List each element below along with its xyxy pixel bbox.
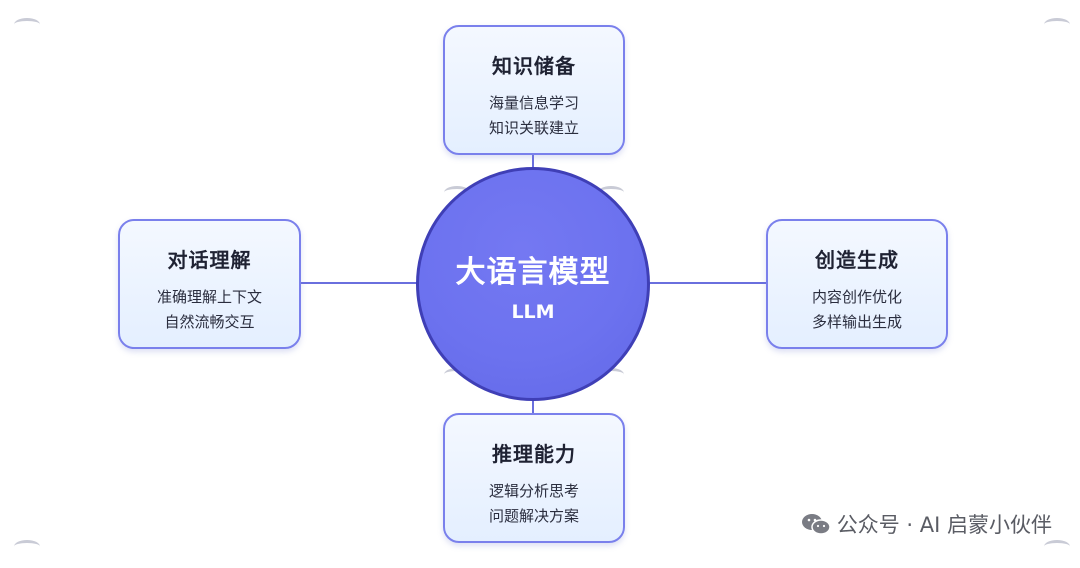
node-line: 问题解决方案 <box>488 507 579 525</box>
node-bottom: 推理能力 逻辑分析思考 问题解决方案 <box>443 413 625 543</box>
node-title: 推理能力 <box>492 442 576 466</box>
node-line: 准确理解上下文 <box>156 288 262 306</box>
watermark-text: 公众号 · AI 启蒙小伙伴 <box>836 513 1052 537</box>
node-title: 知识储备 <box>492 54 576 78</box>
node-top: 知识储备 海量信息学习 知识关联建立 <box>443 25 625 155</box>
node-line: 自然流畅交互 <box>164 313 255 331</box>
decor-arc <box>598 186 624 199</box>
decor-arc <box>14 18 40 31</box>
node-line: 海量信息学习 <box>488 94 579 112</box>
node-title: 创造生成 <box>815 248 899 272</box>
decor-arc <box>444 186 470 199</box>
center-subtitle: LLM <box>511 301 555 323</box>
center-title: 大语言模型 <box>455 255 611 290</box>
decor-arc <box>14 540 40 553</box>
decor-arc <box>1044 18 1070 31</box>
node-line: 知识关联建立 <box>488 119 579 137</box>
center-node: 大语言模型 LLM <box>416 167 650 401</box>
node-left: 对话理解 准确理解上下文 自然流畅交互 <box>118 219 301 349</box>
watermark: 公众号 · AI 启蒙小伙伴 <box>801 509 1052 539</box>
node-right: 创造生成 内容创作优化 多样输出生成 <box>766 219 948 349</box>
node-line: 逻辑分析思考 <box>488 482 579 500</box>
node-line: 内容创作优化 <box>811 288 902 306</box>
node-line: 多样输出生成 <box>811 313 902 331</box>
decor-arc <box>1044 540 1070 553</box>
wechat-icon <box>801 512 831 536</box>
node-title: 对话理解 <box>167 248 252 272</box>
